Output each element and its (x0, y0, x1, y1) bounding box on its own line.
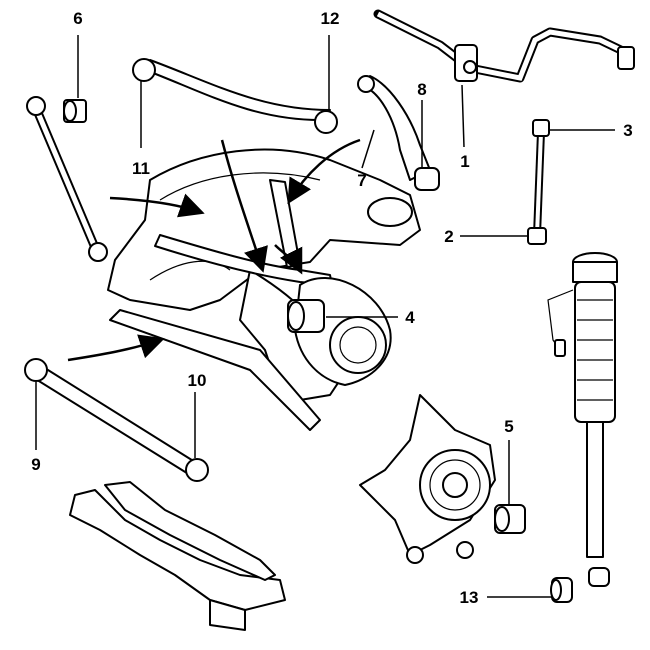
rear-axle-carrier (107, 148, 421, 431)
callout-9: 9 (31, 455, 40, 474)
leader-lines (35, 35, 615, 598)
callout-2: 2 (444, 227, 453, 246)
callout-13: 13 (460, 588, 479, 607)
lateral-arm-left (26, 96, 108, 262)
upper-control-arm-12 (132, 58, 338, 134)
lower-arm-10 (24, 358, 209, 482)
callout-labels: 6 12 8 3 1 11 7 2 4 10 5 9 13 (31, 9, 632, 607)
callout-6: 6 (73, 9, 82, 28)
callout-12: 12 (321, 9, 340, 28)
stabilizer-link (527, 119, 550, 245)
bushing-6 (63, 99, 87, 123)
bushing-5 (494, 504, 526, 534)
rear-subframe (69, 481, 286, 631)
callout-10: 10 (188, 371, 207, 390)
callout-3: 3 (623, 121, 632, 140)
shock-absorber (547, 252, 618, 587)
wheel-hub-5 (359, 394, 496, 564)
assembly-arrows (67, 138, 361, 362)
wheel-carrier-4 (287, 276, 392, 386)
camber-strut-8 (357, 75, 440, 191)
callout-11: 11 (132, 159, 150, 178)
callout-5: 5 (504, 417, 513, 436)
bushing-13 (550, 577, 573, 603)
callout-4: 4 (405, 308, 415, 327)
callout-7: 7 (357, 171, 366, 190)
stabilizer-bar (373, 9, 635, 83)
callout-1: 1 (460, 152, 469, 171)
callout-8: 8 (417, 80, 426, 99)
